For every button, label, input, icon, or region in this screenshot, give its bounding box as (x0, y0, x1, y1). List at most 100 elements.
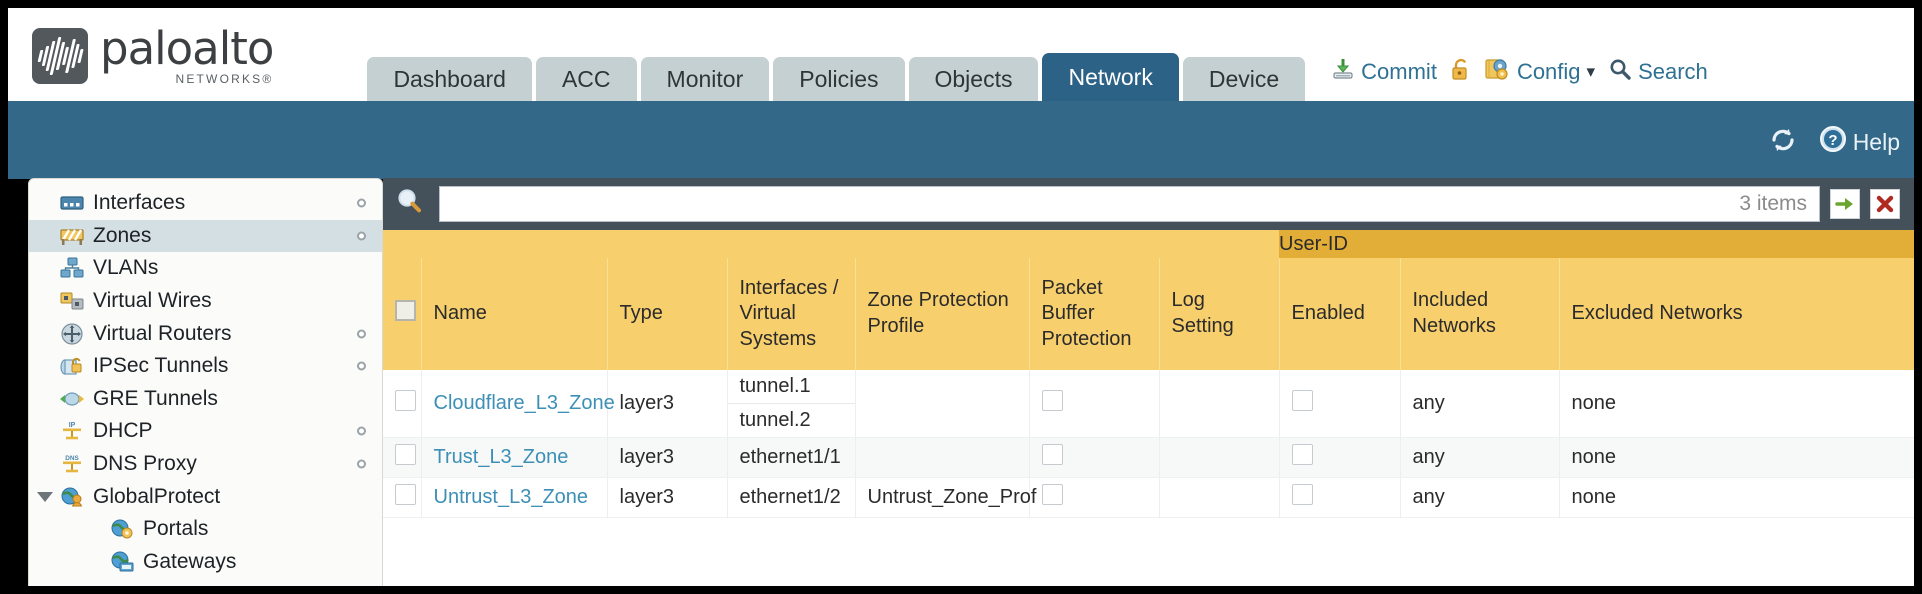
group-header-userid: User-ID (1279, 230, 1914, 258)
sidebar-item-virtual-routers[interactable]: Virtual Routers (29, 317, 382, 350)
table-row[interactable]: Trust_L3_Zone layer3 ethernet1/1 any (383, 437, 1914, 478)
chevron-down-icon[interactable] (37, 491, 53, 502)
sidebar-item-virtual-wires[interactable]: Virtual Wires (29, 285, 382, 318)
config-label: Config (1516, 59, 1581, 84)
column-header-type[interactable]: Type (607, 258, 728, 370)
tab-network[interactable]: Network (1042, 53, 1179, 101)
row-select-cell (383, 370, 422, 438)
refresh-icon[interactable] (1769, 127, 1797, 158)
cell-excluded-networks: none (1559, 477, 1914, 518)
sidebar-label-vlans: VLANs (93, 256, 159, 280)
sidebar-label-dns-proxy: DNS Proxy (93, 452, 197, 476)
svg-text:IP: IP (68, 422, 75, 429)
column-header-log-setting[interactable]: Log Setting (1159, 258, 1280, 370)
table-row[interactable]: Cloudflare_L3_Zone layer3 tunnel.1 tunne… (383, 370, 1914, 438)
tab-monitor[interactable]: Monitor (640, 57, 770, 101)
config-icon (1485, 57, 1511, 87)
config-menu[interactable]: Config ▾ (1485, 57, 1595, 87)
cell-zone-protection-profile (855, 437, 1030, 478)
userid-enabled-checkbox[interactable] (1291, 390, 1313, 411)
userid-enabled-checkbox[interactable] (1291, 444, 1313, 465)
sidebar-item-gre-tunnels[interactable]: GRE Tunnels (29, 383, 382, 416)
select-all-header (383, 258, 422, 370)
sidebar-label-zones: Zones (93, 223, 152, 247)
network-sidebar: Interfaces Zones (28, 178, 383, 586)
cell-excluded-networks: none (1559, 437, 1914, 478)
cell-userid-enabled (1279, 477, 1401, 518)
dhcp-icon: IP (59, 420, 84, 442)
zone-name-link[interactable]: Cloudflare_L3_Zone (433, 392, 615, 414)
cell-type: layer3 (607, 437, 728, 478)
top-header-bar: paloalto NETWORKS® Dashboard ACC Monitor… (8, 8, 1914, 101)
padlock-icon[interactable] (1450, 58, 1472, 87)
userid-enabled-checkbox[interactable] (1291, 484, 1313, 505)
column-header-zone-protection-profile[interactable]: Zone Protection Profile (855, 258, 1030, 370)
brand-name: paloalto (100, 22, 274, 75)
packet-buffer-protection-checkbox[interactable] (1041, 390, 1063, 411)
cell-name: Untrust_L3_Zone (421, 477, 608, 518)
tab-acc[interactable]: ACC (535, 57, 637, 101)
tab-dashboard[interactable]: Dashboard (367, 57, 532, 101)
help-button[interactable]: ? Help (1819, 125, 1900, 159)
apply-filter-button[interactable] (1830, 189, 1860, 219)
sidebar-item-zones[interactable]: Zones (29, 219, 382, 253)
row-checkbox[interactable] (395, 390, 416, 411)
logo-bars (32, 28, 88, 84)
select-all-checkbox[interactable] (395, 299, 416, 321)
tab-device[interactable]: Device (1182, 57, 1306, 101)
cell-zone-protection-profile (855, 370, 1030, 438)
sidebar-item-globalprotect[interactable]: GlobalProtect (29, 480, 382, 513)
zones-content-panel: 3 items (383, 178, 1914, 586)
sidebar-item-dns-proxy[interactable]: DNS DNS Proxy (29, 448, 382, 481)
sidebar-status-dot (357, 426, 366, 436)
sidebar-item-ipsec-tunnels[interactable]: IPSec Tunnels (29, 350, 382, 383)
sidebar-status-dot (357, 231, 366, 241)
cell-userid-enabled (1279, 437, 1401, 478)
commit-icon (1331, 57, 1355, 87)
ipsec-tunnels-icon (59, 355, 84, 377)
search-button[interactable]: Search (1608, 57, 1708, 87)
packet-buffer-protection-checkbox[interactable] (1041, 484, 1063, 505)
portals-icon (109, 518, 134, 540)
column-header-included-networks[interactable]: Included Networks (1400, 258, 1560, 370)
table-group-header-row: User-ID (383, 230, 1914, 258)
row-checkbox[interactable] (395, 484, 416, 505)
cell-excluded-networks: none (1559, 370, 1914, 438)
column-header-excluded-networks[interactable]: Excluded Networks (1559, 258, 1914, 370)
sidebar-label-ipsec-tunnels: IPSec Tunnels (93, 354, 229, 378)
palo-alto-logo-mark-icon (32, 28, 88, 84)
search-field-wrapper[interactable]: 3 items (439, 186, 1820, 222)
sidebar-item-vlans[interactable]: VLANs (29, 252, 382, 285)
sidebar-item-portals[interactable]: Portals (29, 513, 382, 546)
cell-userid-enabled (1279, 370, 1401, 438)
chevron-down-icon: ▾ (1586, 62, 1596, 81)
packet-buffer-protection-checkbox[interactable] (1041, 444, 1063, 465)
commit-button[interactable]: Commit (1331, 57, 1437, 87)
filter-toolbar: 3 items (383, 178, 1914, 230)
cell-name: Cloudflare_L3_Zone (421, 370, 615, 438)
svg-text:DNS: DNS (65, 455, 79, 462)
column-header-name[interactable]: Name (421, 258, 608, 370)
table-header-row: Name Type Interfaces / Virtual Systems Z… (383, 258, 1914, 370)
zone-name-link[interactable]: Untrust_L3_Zone (433, 486, 589, 508)
clear-filter-button[interactable] (1870, 189, 1900, 219)
search-input[interactable] (440, 187, 1740, 221)
table-row[interactable]: Untrust_L3_Zone layer3 ethernet1/2 Untru… (383, 477, 1914, 518)
column-header-packet-buffer-protection[interactable]: Packet Buffer Protection (1029, 258, 1160, 370)
vlans-icon (59, 257, 84, 279)
magnifier-icon[interactable] (391, 187, 429, 222)
sidebar-item-interfaces[interactable]: Interfaces (29, 187, 382, 220)
tab-policies[interactable]: Policies (773, 57, 905, 101)
sidebar-item-gateways[interactable]: Gateways (29, 546, 382, 579)
row-select-cell (383, 437, 422, 478)
cell-zone-protection-profile: Untrust_Zone_Prof (855, 477, 1036, 518)
zone-name-link[interactable]: Trust_L3_Zone (433, 446, 569, 468)
column-header-enabled[interactable]: Enabled (1279, 258, 1401, 370)
group-header-blank (383, 230, 1279, 258)
column-header-interfaces[interactable]: Interfaces / Virtual Systems (727, 258, 856, 370)
row-checkbox[interactable] (395, 444, 416, 465)
tab-objects[interactable]: Objects (908, 57, 1039, 101)
sidebar-item-dhcp[interactable]: IP DHCP (29, 415, 382, 448)
search-icon (1608, 57, 1632, 87)
globalprotect-icon (59, 486, 84, 508)
